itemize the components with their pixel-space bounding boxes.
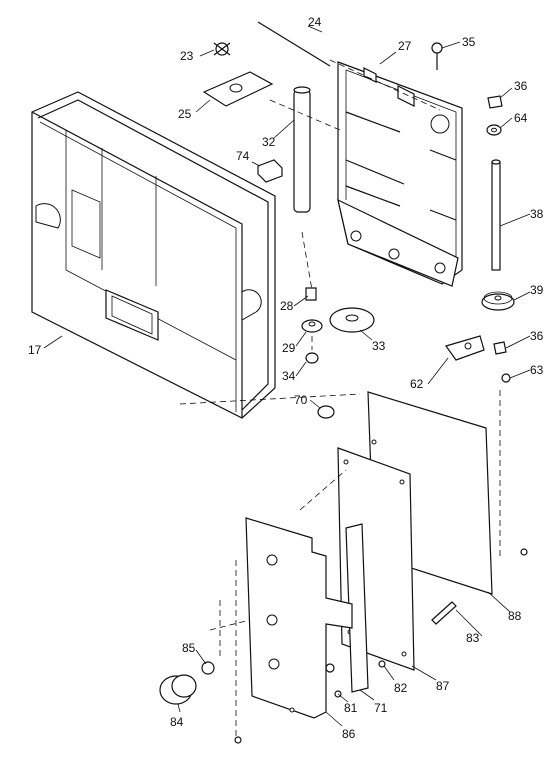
rod-part-24 [257,21,331,67]
callout-29: 29 [282,341,296,355]
nut-part-36-top [487,95,503,109]
callout-70: 70 [294,393,308,407]
callout-36-bottom: 36 [530,329,544,343]
callout-17: 17 [28,343,42,357]
strip-part-71 [345,523,369,693]
knob-part-84 [159,674,197,705]
slider-part-83 [431,601,457,625]
callout-34: 34 [282,369,296,383]
callout-63: 63 [530,363,544,377]
screw-part-35 [431,42,443,70]
plate-part-25 [202,71,274,107]
bracket-part-27 [337,61,463,287]
washer-part-64 [486,124,502,136]
callout-28: 28 [280,299,294,313]
shaft-part-32 [293,86,311,213]
callout-86: 86 [342,727,356,741]
plate-part-86 [245,517,353,719]
callout-labels: 24 23 27 35 36 64 25 32 74 38 28 39 33 2… [28,15,544,741]
block-part-74 [257,159,283,183]
callout-82: 82 [394,681,408,695]
callout-74: 74 [236,149,250,163]
shaft-part-38 [491,159,501,271]
bracket-part-62 [445,335,485,361]
washer-part-34 [305,352,319,364]
callout-85: 85 [182,641,196,655]
callout-25: 25 [178,107,192,121]
nut-part-36-bottom [493,341,507,355]
callout-62: 62 [410,377,424,391]
callout-33: 33 [372,339,386,353]
callout-84: 84 [170,715,184,729]
callout-36-top: 36 [514,79,528,93]
callout-88: 88 [508,609,522,623]
screw-part-63 [501,373,511,383]
callout-23: 23 [180,49,194,63]
gear-part-29 [301,319,323,333]
housing-part-17 [31,91,276,419]
callout-64: 64 [514,111,528,125]
callout-39: 39 [530,283,544,297]
callout-27: 27 [398,39,412,53]
callout-71: 71 [374,701,388,715]
leader-lines [43,25,531,727]
callout-35: 35 [462,35,476,49]
callout-87: 87 [436,679,450,693]
callout-38: 38 [530,207,544,221]
clip-part-23 [213,42,231,56]
callout-81: 81 [344,701,358,715]
screws-small [234,548,528,744]
nut-part-70 [317,405,335,419]
assembly-lines [179,59,501,736]
pin-part-28 [305,287,317,301]
disc-part-33 [329,307,375,333]
callout-83: 83 [466,631,480,645]
gear-part-39 [481,291,515,311]
ring-part-85 [201,661,215,675]
callout-24: 24 [308,15,322,29]
callout-32: 32 [262,135,276,149]
